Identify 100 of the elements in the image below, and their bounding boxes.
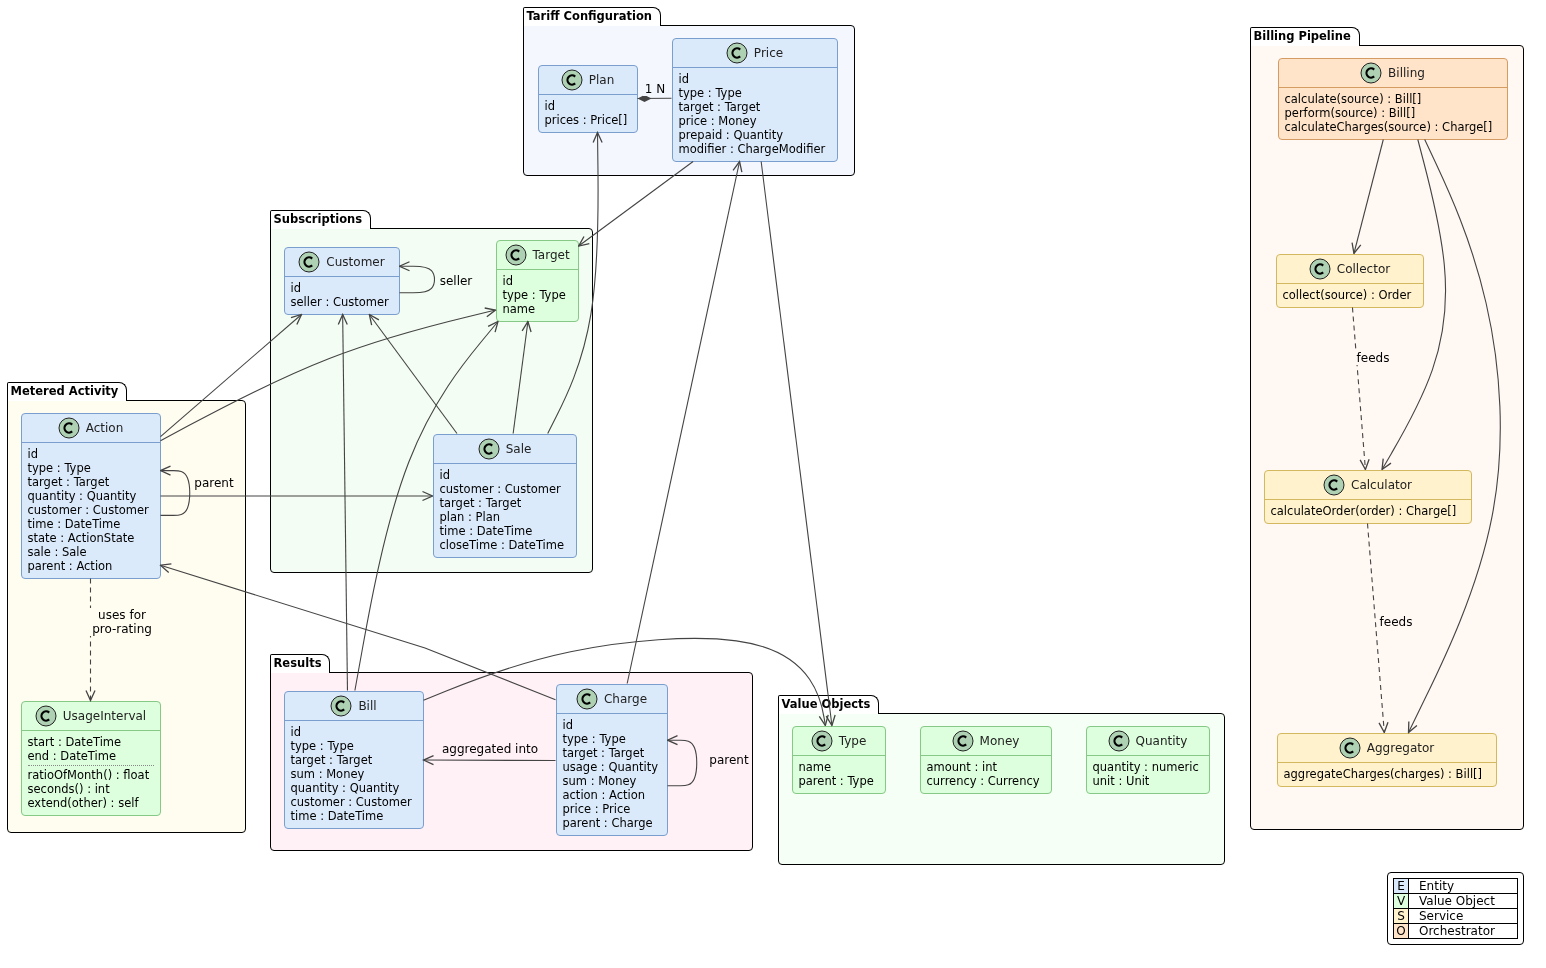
class-box (283, 246, 400, 315)
class-box (20, 700, 161, 816)
association-arrow (626, 160, 743, 685)
class-member: currency : Currency (926, 773, 1040, 788)
legend-label: Orchestrator (1418, 924, 1496, 938)
class-box (495, 239, 579, 322)
class-member: id (678, 71, 689, 86)
association-arrow (1407, 138, 1501, 734)
class-member: seller : Customer (290, 294, 389, 309)
class-member: sum : Money (290, 766, 365, 781)
class-member: quantity : Quantity (290, 780, 400, 795)
class-member: state : ActionState (27, 530, 135, 545)
class-name: Money (979, 733, 1020, 748)
class-member: name (502, 301, 536, 316)
class-member: sale : Sale (27, 544, 87, 559)
association-arrow (666, 735, 698, 787)
class-name: Customer (326, 254, 385, 269)
class-member: customer : Customer (27, 502, 149, 517)
class-member: price : Money (678, 113, 757, 128)
class-member: time : DateTime (290, 808, 384, 823)
class-box (432, 433, 577, 558)
dependency-arrow (1366, 522, 1389, 734)
class-member: seconds() : int (27, 781, 110, 796)
class-member: calculateOrder(order) : Charge[] (1270, 503, 1457, 518)
legend-swatch: V (1394, 894, 1409, 908)
class-member: parent : Action (27, 558, 113, 573)
class-box (20, 412, 161, 579)
class-name: Type (838, 733, 867, 748)
association-arrow (159, 563, 557, 701)
class-member: time : DateTime (439, 523, 533, 538)
dependency-arrow (1351, 306, 1370, 471)
package-title: Results (269, 654, 331, 673)
class-member: type : Type (27, 460, 91, 475)
edge-label: parent (707, 753, 751, 767)
association-arrow (398, 261, 436, 294)
class-member: target : Target (290, 752, 373, 767)
class-member: calculateCharges(source) : Charge[] (1284, 119, 1493, 134)
class-member: plan : Plan (439, 509, 500, 524)
package-title: Tariff Configuration (522, 7, 661, 26)
class-member: action : Action (562, 787, 646, 802)
legend-swatch: E (1394, 879, 1409, 893)
class-member: id (290, 280, 301, 295)
class-member: id (290, 724, 301, 739)
edge-label: parent (192, 476, 236, 490)
class-name: Collector (1336, 261, 1391, 276)
class-member: ratioOfMonth() : float (27, 767, 150, 782)
class-box (1277, 57, 1508, 140)
association-arrow (159, 313, 303, 438)
class-member: customer : Customer (290, 794, 412, 809)
class-member: calculate(source) : Bill[] (1284, 91, 1422, 106)
class-member: target : Target (562, 745, 645, 760)
class-box (919, 725, 1052, 794)
class-name: Calculator (1351, 477, 1412, 492)
class-member: collect(source) : Order (1282, 287, 1412, 302)
class-name: Charge (603, 691, 648, 706)
edge-label: feeds (1377, 615, 1415, 629)
class-box (1263, 469, 1472, 524)
association-arrow (422, 754, 557, 766)
legend-label: Value Object (1418, 894, 1496, 908)
class-member: type : Type (678, 85, 742, 100)
package-title: Value Objects (777, 695, 880, 714)
class-name: UsageInterval (62, 708, 147, 723)
class-member: id (544, 98, 555, 113)
class-member: perform(source) : Bill[] (1284, 105, 1416, 120)
association-arrow (159, 490, 434, 502)
edge-label: seller (437, 274, 475, 288)
class-box (791, 725, 886, 794)
edge-label: feeds (1354, 351, 1392, 365)
class-member: target : Target (678, 99, 761, 114)
class-member: type : Type (562, 731, 626, 746)
legend-label: Service (1418, 909, 1465, 923)
class-member: usage : Quantity (562, 759, 659, 774)
class-member: parent : Type (798, 773, 874, 788)
association-arrow (1381, 138, 1447, 471)
class-member: id (562, 717, 573, 732)
association-arrow (422, 637, 829, 727)
package-title: Metered Activity (6, 382, 128, 401)
class-member: aggregateCharges(charges) : Bill[] (1283, 766, 1483, 781)
class-member: id (502, 273, 513, 288)
class-box (1276, 732, 1497, 787)
class-member: sum : Money (562, 773, 637, 788)
class-name: Sale (505, 441, 532, 456)
legend-swatch: S (1394, 909, 1409, 923)
association-arrow (1351, 138, 1384, 255)
class-member: closeTime : DateTime (439, 537, 565, 552)
legend-swatch: O (1394, 924, 1409, 938)
class-member: parent : Charge (562, 815, 653, 830)
class-member: id (439, 467, 450, 482)
legend-label: Entity (1418, 879, 1456, 893)
class-name: Billing (1388, 65, 1425, 80)
class-name: Aggregator (1366, 740, 1435, 755)
edge-label: 1 N (642, 82, 668, 96)
class-member: type : Type (290, 738, 354, 753)
class-member: time : DateTime (27, 516, 121, 531)
class-member: amount : int (926, 759, 998, 774)
class-member: quantity : Quantity (27, 488, 137, 503)
class-box (1085, 725, 1210, 794)
association-arrow (578, 160, 694, 247)
class-member: quantity : numeric (1092, 759, 1199, 774)
class-member: extend(other) : self (27, 795, 139, 810)
